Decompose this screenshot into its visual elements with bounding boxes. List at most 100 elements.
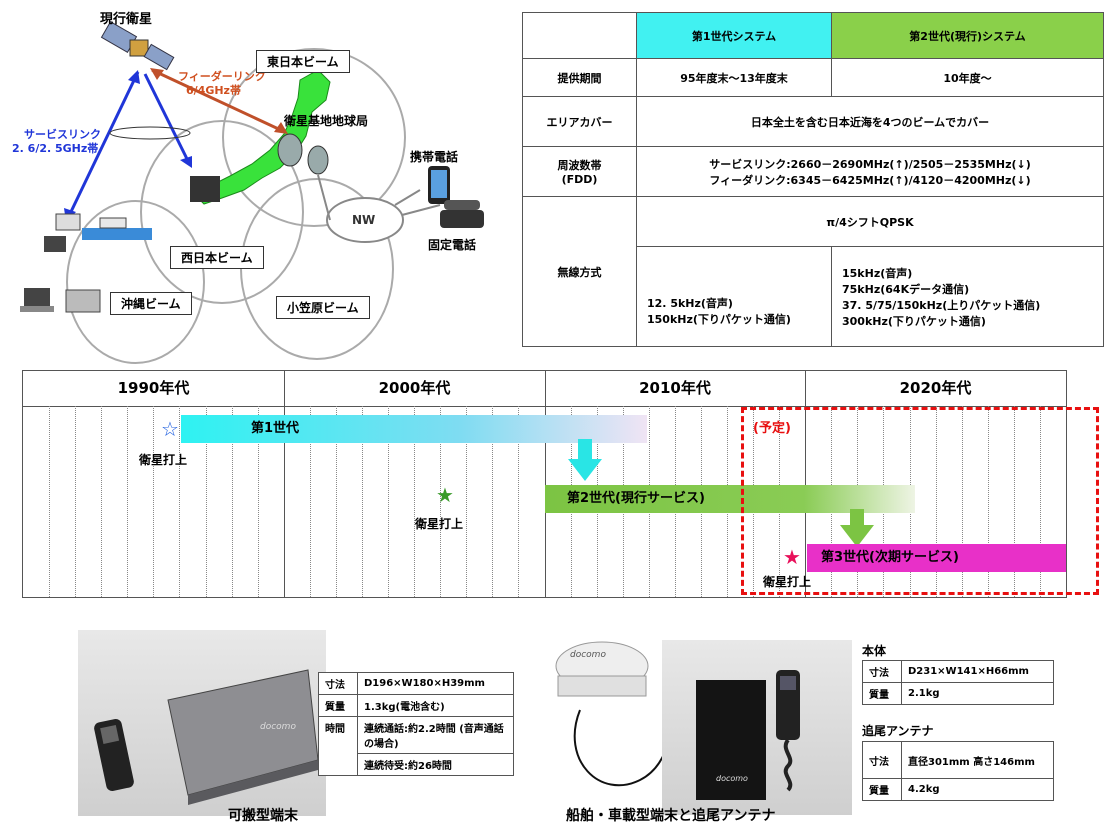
gen1-star-icon: ☆	[161, 417, 179, 441]
gen3-bar: 第3世代(次期サービス)	[807, 544, 1066, 572]
fixed-phone-label: 固定電話	[428, 238, 477, 252]
year-gridline	[101, 406, 102, 597]
body-mass-value: 2.1kg	[901, 682, 1054, 705]
decade-2010s: 2010年代	[545, 371, 806, 407]
body-mass-label: 質量	[862, 682, 902, 705]
spec-row-period: 提供期間 95年度末～13年度末 10年度～	[522, 58, 1104, 97]
antenna-row-mass: 質量 4.2kg	[862, 778, 1054, 801]
antenna-photo: docomo	[552, 636, 652, 706]
arrow-down-icon	[840, 509, 874, 547]
ship-icon	[82, 217, 152, 240]
portable-row-size: 寸法 D196×W180×H39mm	[318, 672, 514, 695]
beam-circle-okinawa	[66, 200, 205, 364]
spec-header-gen2: 第2世代(現行)システム	[831, 12, 1104, 59]
gen1-bar: 第1世代	[181, 415, 647, 443]
spec-row-radio-bw: 12. 5kHz(音声) 150kHz(下りパケット通信) 15kHz(音声) …	[523, 246, 1104, 347]
spec-freq-label-line1: 周波数帯	[557, 159, 602, 172]
mobile-phone-label: 携帯電話	[410, 150, 459, 164]
spec-radio-gen1-line1: 12. 5kHz(音声)	[647, 296, 733, 310]
year-gridline	[206, 406, 207, 597]
year-gridline	[153, 406, 154, 597]
year-gridline	[1040, 406, 1041, 597]
antenna-title: 追尾アンテナ	[862, 724, 934, 738]
spec-radio-gen2-line1: 15kHz(音声)	[842, 266, 913, 280]
year-gridline	[936, 406, 937, 597]
year-gridline	[336, 406, 337, 597]
body-title: 本体	[862, 644, 887, 658]
portable-standby-value: 連続待受:約26時間	[357, 753, 514, 776]
antenna-spec-table: 寸法 直径301mm 高さ146mm 質量 4.2kg	[862, 741, 1054, 801]
portable-row-time: 時間 連続通話:約2.2時間 (音声通話の場合)	[318, 716, 514, 776]
year-gridline	[362, 406, 363, 597]
gen2-bar: 第2世代(現行サービス)	[545, 485, 915, 513]
gen3-label: 第3世代(次期サービス)	[821, 550, 959, 565]
mobile-phone-icon	[428, 166, 450, 204]
spec-radio-mod: π/4シフトQPSK	[636, 196, 1104, 247]
spec-area-value: 日本全土を含む日本近海を4つのビームでカバー	[636, 96, 1104, 147]
spec-header-gen1: 第1世代システム	[636, 12, 832, 59]
spec-radio-gen2: 15kHz(音声) 75kHz(64Kデータ通信) 37. 5/75/150kH…	[831, 246, 1104, 347]
beam-circle-ogasawara	[240, 178, 394, 360]
spec-radio-gen2-line2: 75kHz(64Kデータ通信)	[842, 282, 970, 296]
spec-freq-value-line1: サービスリンク:2660－2690MHz(↑)/2505－2535MHz(↓)	[709, 157, 1031, 171]
body-size-label: 寸法	[862, 660, 902, 683]
fixed-phone-icon	[440, 200, 484, 228]
portable-caption: 可搬型端末	[228, 808, 298, 824]
antenna-mass-label: 質量	[862, 778, 902, 801]
body-row-mass: 質量 2.1kg	[862, 682, 1054, 705]
arrow-down-icon	[568, 439, 602, 481]
gen2-label: 第2世代(現行サービス)	[567, 491, 705, 506]
year-gridline	[988, 406, 989, 597]
service-link-label-2: 2. 6/2. 5GHz帯	[12, 142, 99, 155]
year-gridline	[466, 406, 467, 597]
gen2-launch-label: 衛星打上	[415, 517, 464, 531]
vehicle-terminal-icon	[696, 670, 800, 800]
year-gridline	[492, 406, 493, 597]
year-gridline	[232, 406, 233, 597]
decade-divider	[284, 406, 285, 597]
spec-row-freq: 周波数帯 (FDD) サービスリンク:2660－2690MHz(↑)/2505－…	[522, 146, 1104, 197]
portable-mass-value: 1.3kg(電池含む)	[357, 694, 514, 717]
network-label: NW	[352, 213, 376, 227]
portable-size-value: D196×W180×H39mm	[357, 672, 514, 695]
timeline: 1990年代 2000年代 2010年代 2020年代 第1世代 ☆ 衛星打上 …	[22, 370, 1099, 598]
beam-label-okinawa: 沖縄ビーム	[110, 292, 192, 315]
feeder-link-label-2: 6/4GHz帯	[186, 84, 241, 97]
spec-radio-gen2-line4: 300kHz(下りパケット通信)	[842, 314, 986, 328]
spec-radio-label: 無線方式	[522, 196, 637, 347]
portable-spec-table: 寸法 D196×W180×H39mm 質量 1.3kg(電池含む) 時間 連続通…	[318, 672, 514, 776]
year-gridline	[75, 406, 76, 597]
gen1-launch-label: 衛星打上	[139, 453, 188, 467]
year-gridline	[49, 406, 50, 597]
antenna-size-label: 寸法	[862, 741, 902, 779]
antenna-icon	[555, 641, 649, 697]
spec-radio-gen1-line2: 150kHz(下りパケット通信)	[647, 312, 791, 326]
vehicle-terminal-photo: docomo	[662, 640, 852, 815]
vehicle-brand: docomo	[716, 774, 748, 783]
planned-region	[741, 407, 1099, 595]
year-gridline	[310, 406, 311, 597]
portable-row-mass: 質量 1.3kg(電池含む)	[318, 694, 514, 717]
antenna-row-size: 寸法 直径301mm 高さ146mm	[862, 741, 1054, 779]
decade-2000s: 2000年代	[284, 371, 546, 407]
spec-radio-gen2-line3: 37. 5/75/150kHz(上りパケット通信)	[842, 298, 1041, 312]
spec-row-radio-mod: 無線方式 π/4シフトQPSK	[522, 196, 1104, 347]
year-gridline	[414, 406, 415, 597]
spec-table: 第1世代システム 第2世代(現行)システム 提供期間 95年度末～13年度末 1…	[522, 12, 1104, 347]
spec-freq-value-line2: フィーダリンク:6345－6425MHz(↑)/4120－4200MHz(↓)	[709, 173, 1031, 187]
year-gridline	[962, 406, 963, 597]
vehicle-caption: 船舶・車載型端末と追尾アンテナ	[566, 808, 776, 824]
portable-size-label: 寸法	[318, 672, 358, 695]
portable-time-label: 時間	[318, 716, 358, 776]
beam-label-west: 西日本ビーム	[170, 246, 264, 269]
planned-label: (予定)	[753, 421, 791, 436]
service-link-label-1: サービスリンク	[24, 128, 101, 141]
printer-icon	[65, 289, 101, 313]
body-size-value: D231×W141×H66mm	[901, 660, 1054, 683]
year-gridline	[1014, 406, 1015, 597]
terminal-icon	[44, 176, 220, 252]
beam-label-east: 東日本ビーム	[256, 50, 350, 73]
antenna-mass-value: 4.2kg	[901, 778, 1054, 801]
year-gridline	[258, 406, 259, 597]
antenna-brand: docomo	[570, 650, 606, 660]
